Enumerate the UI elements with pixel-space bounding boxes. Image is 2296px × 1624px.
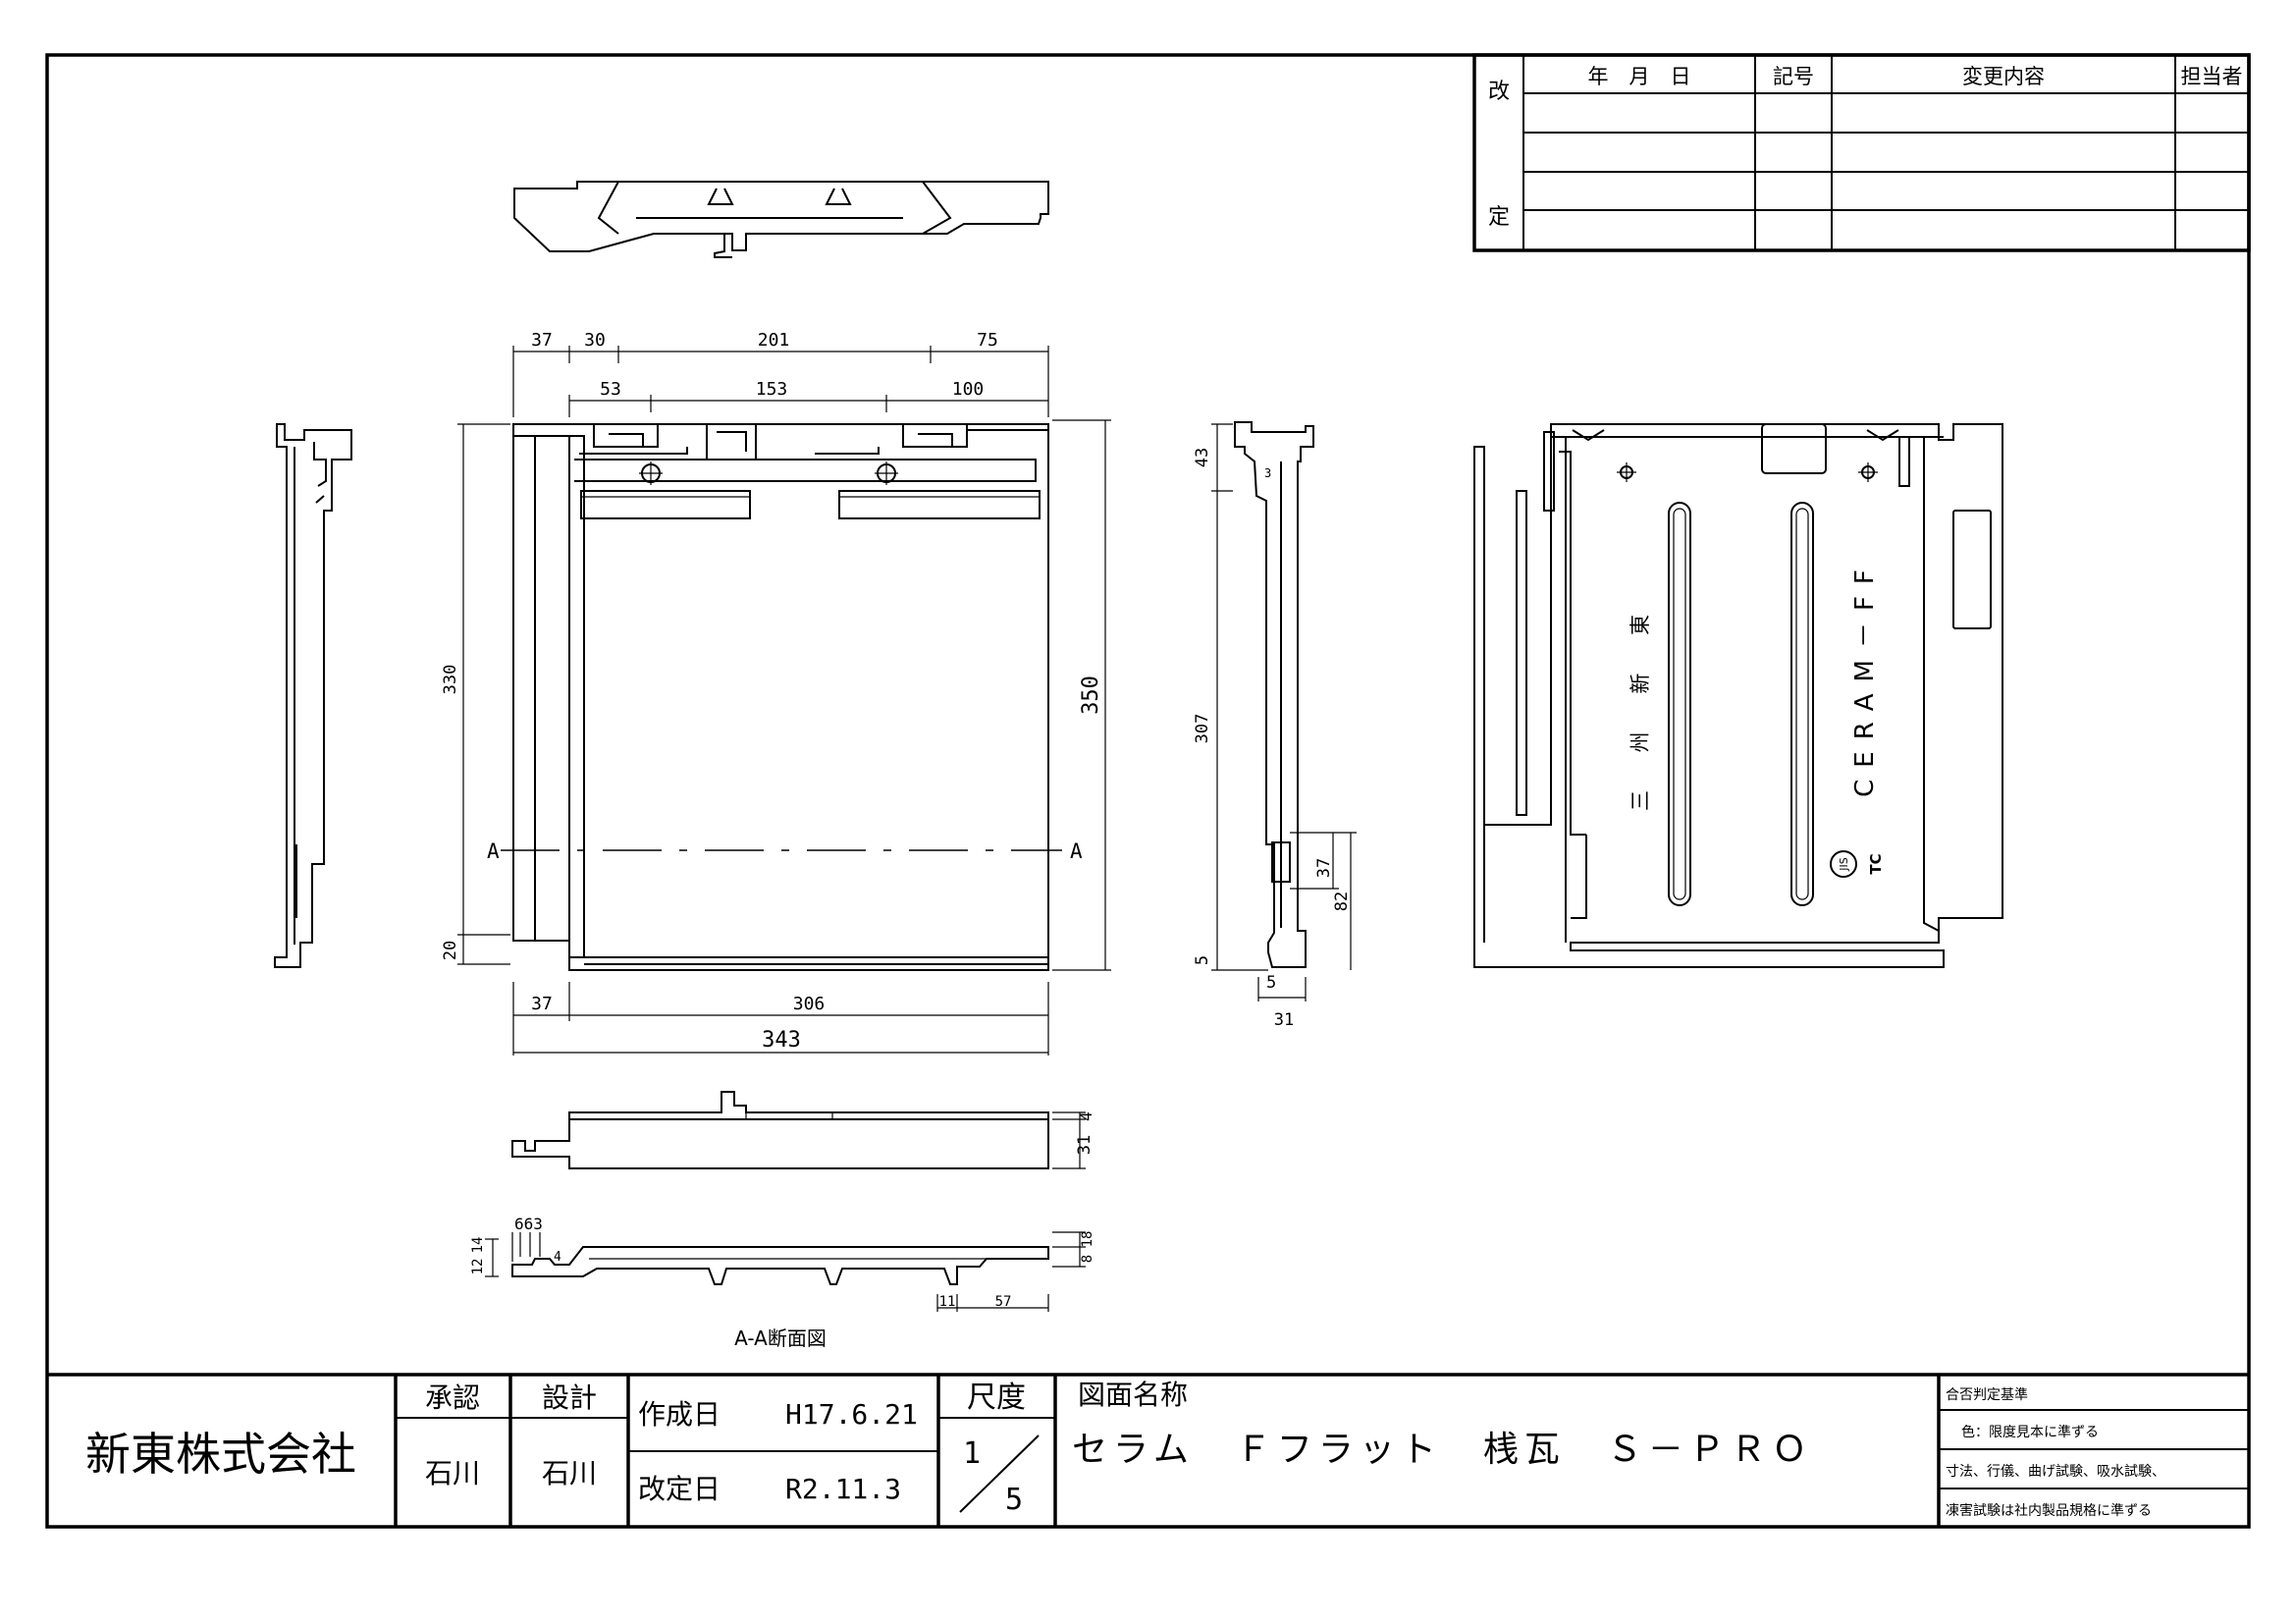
revision-header-code: 記号 xyxy=(1773,65,1814,88)
section-mark-left: A xyxy=(487,839,500,863)
scale-denominator: 5 xyxy=(1005,1483,1023,1517)
dim-right-350: 350 xyxy=(1079,676,1103,715)
dim-sec-8: 8 xyxy=(1080,1255,1095,1263)
drawing-name: セラム Ｆフラット 桟瓦 Ｓ－ＰＲＯ xyxy=(1072,1430,1813,1470)
dim-top-153: 153 xyxy=(756,379,788,400)
dim-sec-14: 14 xyxy=(470,1237,486,1254)
top-profile-view xyxy=(513,181,1049,258)
dim-side-37: 37 xyxy=(1314,858,1334,878)
tile-maker-mark: 三 州 新 東 xyxy=(1629,599,1652,811)
dim-top-75: 75 xyxy=(977,330,998,351)
dim-sec-11: 11 xyxy=(939,1294,956,1310)
created-label: 作成日 xyxy=(638,1398,721,1431)
section-mark-right: A xyxy=(1070,839,1083,863)
dim-bot-31: 31 xyxy=(1075,1135,1095,1155)
dim-side-mini: 3 xyxy=(1264,466,1271,480)
approve-name: 石川 xyxy=(425,1457,480,1489)
plan-view: A A 37 30 201 75 53 153 100 330 20 350 xyxy=(441,330,1111,1056)
revision-header-person: 担当者 xyxy=(2181,65,2243,88)
back-view: 三 州 新 東 CERAM－FF JIS TC xyxy=(1473,423,2003,968)
criteria-line-1: 色：限度見本に準ずる xyxy=(1961,1424,2099,1440)
scale-label: 尺度 xyxy=(967,1380,1026,1415)
criteria-title: 合否判定基準 xyxy=(1946,1386,2028,1403)
sheet-border xyxy=(45,53,2251,1529)
dim-bot-4: 4 xyxy=(1077,1111,1095,1121)
dim-side-5a: 5 xyxy=(1193,955,1212,965)
jis-mark-bottom: TC xyxy=(1867,853,1885,874)
dim-sec-4: 4 xyxy=(554,1250,561,1265)
dim-top-100: 100 xyxy=(952,379,985,400)
dim-top-37: 37 xyxy=(531,330,553,351)
revision-table: 改 定 年 月 日 記号 変更内容 担当者 xyxy=(1472,53,2251,252)
approve-label: 承認 xyxy=(425,1381,480,1414)
revision-side-label-top: 改 xyxy=(1488,80,1510,104)
title-block: 新東株式会社 承認 石川 設計 石川 作成日 H17.6.21 改定日 R2.1… xyxy=(47,1373,2249,1527)
dim-left-330: 330 xyxy=(441,665,460,695)
dim-left-20: 20 xyxy=(441,941,460,960)
design-label: 設計 xyxy=(542,1381,597,1414)
dim-bottom-37: 37 xyxy=(531,994,553,1014)
dim-top-201: 201 xyxy=(758,330,790,351)
dim-side-43: 43 xyxy=(1193,448,1212,467)
section-a-a: 663 4 12 14 18 8 11 57 A-A断面図 xyxy=(470,1215,1095,1350)
dim-side-82: 82 xyxy=(1332,892,1352,911)
criteria-line-2: 寸法、行儀、曲げ試験、吸水試験、 xyxy=(1946,1464,2165,1480)
dim-sec-663: 663 xyxy=(514,1215,543,1233)
revised-date: R2.11.3 xyxy=(785,1473,901,1505)
dim-side-307: 307 xyxy=(1193,714,1212,744)
bottom-view: 4 31 xyxy=(511,1091,1095,1169)
dim-sec-12: 12 xyxy=(470,1259,486,1275)
criteria-line-3: 凍害試験は社内製品規格に準ずる xyxy=(1946,1503,2152,1519)
scale-numerator: 1 xyxy=(963,1436,981,1471)
design-name: 石川 xyxy=(542,1457,597,1489)
tile-model-mark: CERAM－FF xyxy=(1850,558,1880,797)
dim-side-5b: 5 xyxy=(1266,973,1276,993)
dim-side-31: 31 xyxy=(1274,1010,1294,1030)
revision-side-label-bottom: 定 xyxy=(1488,205,1510,230)
left-side-view xyxy=(274,423,352,968)
revision-header-date: 年 月 日 xyxy=(1588,65,1691,88)
dim-top-30: 30 xyxy=(584,330,606,351)
section-caption: A-A断面図 xyxy=(734,1326,827,1350)
revision-header-content: 変更内容 xyxy=(1962,65,2045,88)
drawing-name-label: 図面名称 xyxy=(1078,1379,1188,1411)
scale-divider xyxy=(959,1435,1040,1513)
created-date: H17.6.21 xyxy=(785,1398,918,1431)
dim-bottom-343: 343 xyxy=(762,1028,801,1053)
right-side-view: 43 307 5 37 82 5 31 3 xyxy=(1193,421,1357,1030)
dim-sec-57: 57 xyxy=(995,1294,1012,1310)
dim-bottom-306: 306 xyxy=(793,994,826,1014)
dim-sec-18: 18 xyxy=(1080,1231,1095,1248)
jis-mark-top: JIS xyxy=(1838,857,1850,871)
company-name: 新東株式会社 xyxy=(85,1428,356,1481)
revised-label: 改定日 xyxy=(638,1473,721,1505)
dim-top-53: 53 xyxy=(600,379,621,400)
jis-mark-icon xyxy=(1830,850,1857,878)
